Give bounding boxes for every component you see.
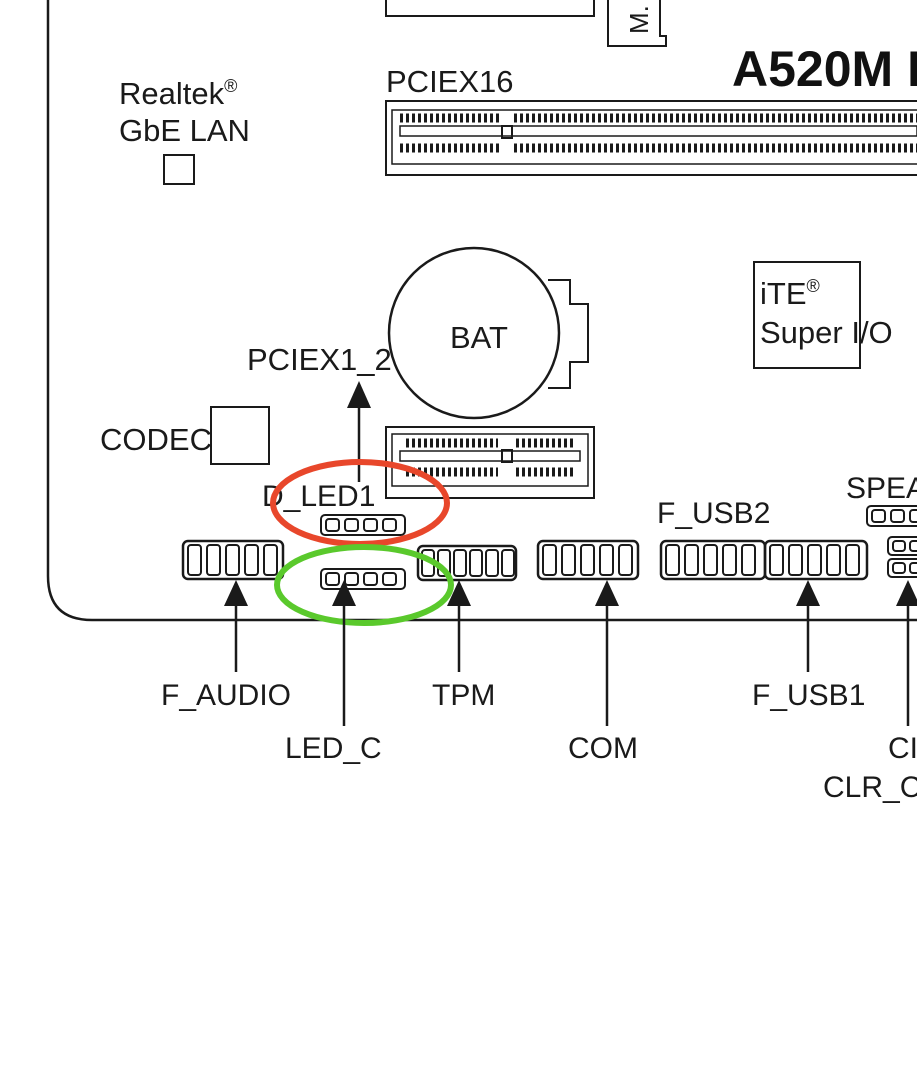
pciex1-2-slot bbox=[385, 426, 595, 499]
led-c-label: LED_C bbox=[285, 732, 382, 765]
com-label: COM bbox=[568, 732, 638, 765]
pciex16-slot bbox=[385, 100, 917, 176]
f-usb1-header bbox=[763, 539, 869, 581]
top-slot-partial bbox=[385, 0, 595, 17]
f-usb2-label: F_USB2 bbox=[657, 497, 770, 530]
green-highlight-ellipse bbox=[274, 544, 454, 626]
f-audio-arrow bbox=[224, 580, 248, 672]
lan-chip bbox=[163, 154, 195, 185]
led-c-arrow bbox=[332, 580, 356, 726]
com-header bbox=[536, 539, 640, 581]
red-highlight-ellipse bbox=[270, 459, 450, 547]
ci-label-partial: CI bbox=[888, 732, 917, 765]
super-io-label: Super I/O bbox=[760, 315, 893, 350]
f-usb1-label: F_USB1 bbox=[752, 679, 865, 712]
speaker-header-partial bbox=[866, 505, 917, 527]
pciex16-label: PCIEX16 bbox=[386, 64, 514, 99]
d-led1-header bbox=[320, 514, 406, 536]
m2-connector-partial bbox=[607, 0, 667, 47]
f-usb1-arrow bbox=[796, 580, 820, 672]
speaker-label-partial: SPEA bbox=[846, 472, 917, 505]
battery: BAT bbox=[387, 246, 589, 420]
clr-label-partial: CLR_C bbox=[823, 771, 917, 804]
led-c-header bbox=[320, 568, 406, 590]
codec-chip bbox=[210, 406, 270, 465]
board-outline bbox=[46, 0, 917, 622]
pciex1-2-arrow bbox=[347, 381, 371, 482]
f-usb2-header bbox=[659, 539, 767, 581]
right-edge-headers-partial bbox=[887, 536, 917, 578]
pciex1-2-label: PCIEX1_2 bbox=[247, 342, 392, 377]
f-audio-label: F_AUDIO bbox=[161, 679, 291, 712]
codec-label: CODEC bbox=[100, 422, 212, 457]
super-io-chip bbox=[753, 261, 861, 369]
tpm-arrow bbox=[447, 580, 471, 672]
bat-label: BAT bbox=[450, 320, 508, 355]
tpm-label: TPM bbox=[432, 679, 495, 712]
com-arrow bbox=[595, 580, 619, 726]
f-audio-header bbox=[181, 539, 285, 581]
ite-label: iTE® bbox=[760, 276, 820, 311]
gbe-lan-label: GbE LAN bbox=[119, 113, 250, 148]
right-edge-arrow bbox=[896, 580, 917, 726]
board-model-title: A520M H bbox=[732, 41, 917, 97]
realtek-label: Realtek® bbox=[119, 76, 237, 111]
m2-label-partial: M. bbox=[624, 5, 654, 34]
